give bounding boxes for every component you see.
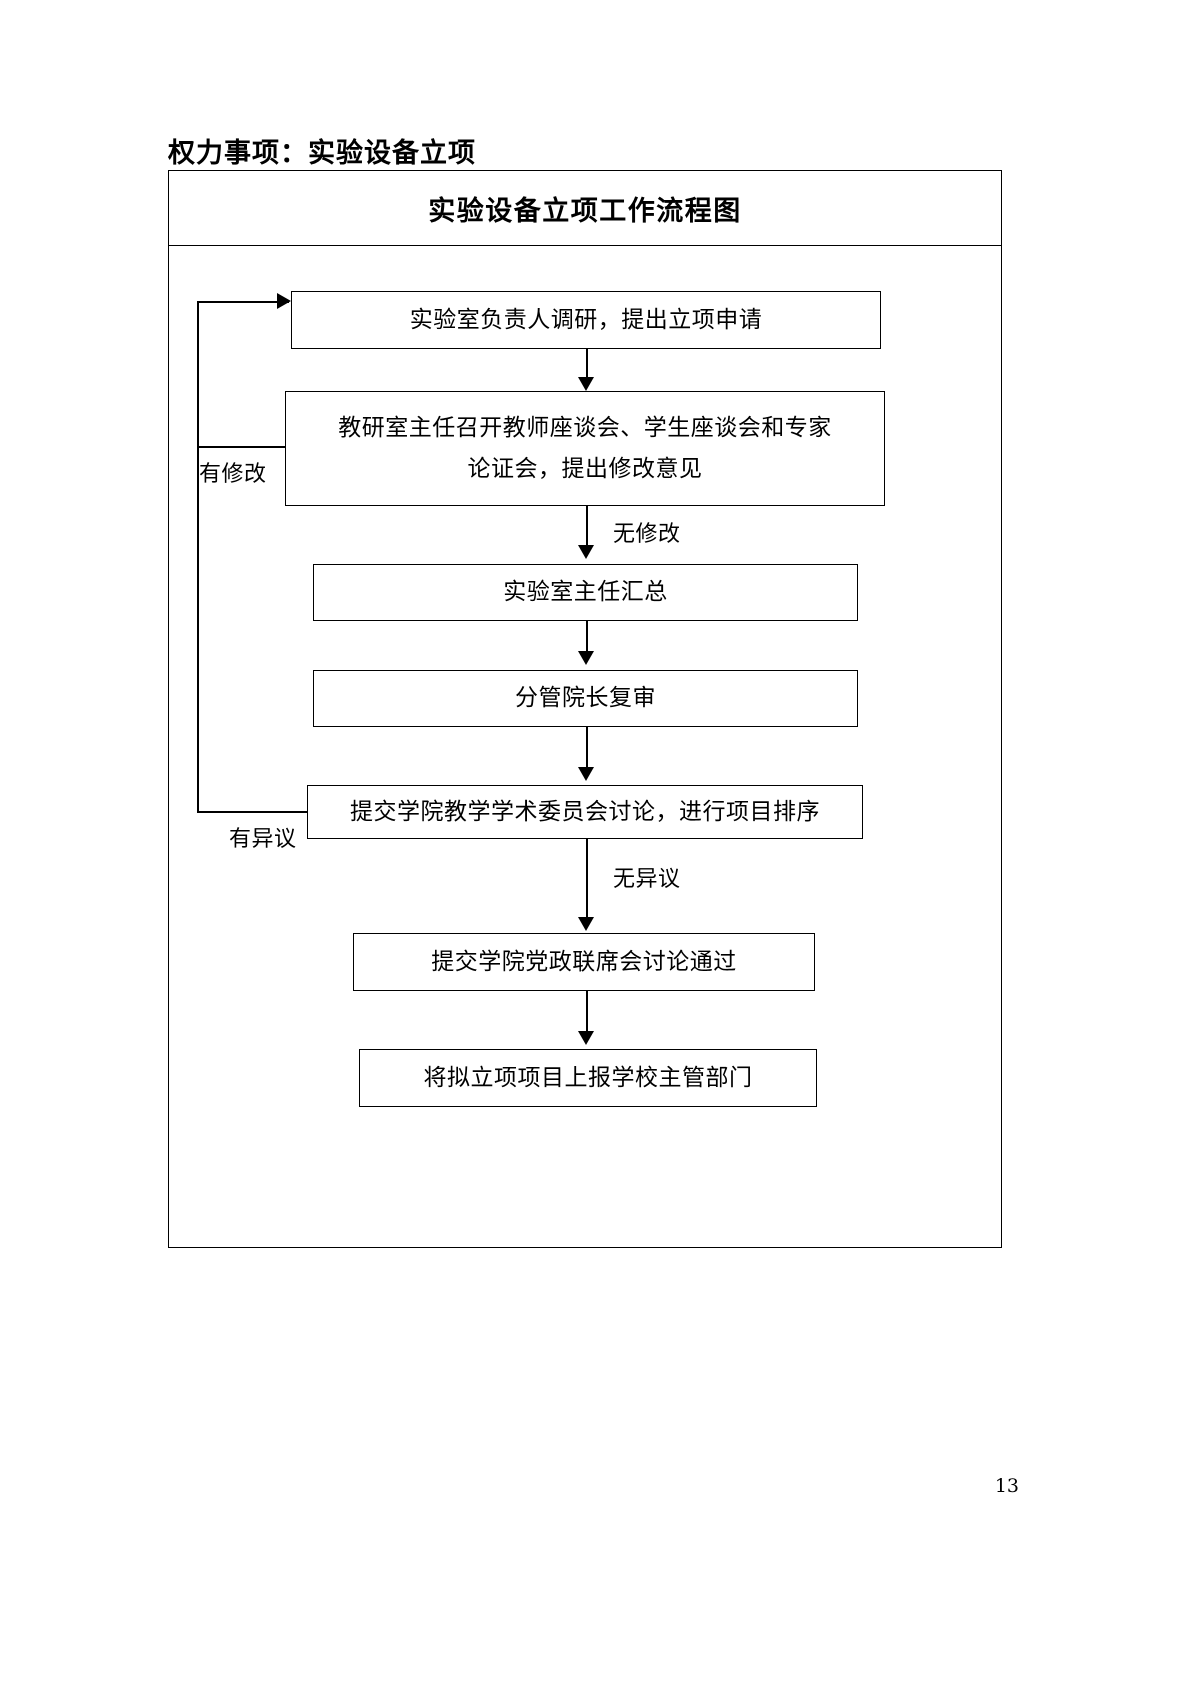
- flowchart-title: 实验设备立项工作流程图: [428, 196, 742, 227]
- flow-node-1-line-1: 实验室负责人调研，提出立项申请: [409, 306, 763, 333]
- objection-loop-vertical: [197, 301, 199, 813]
- connector-5-6-arrowhead: [578, 917, 594, 931]
- revision-loop-arrowhead: [277, 293, 291, 309]
- revision-loop-horizontal-out: [197, 446, 289, 448]
- flow-node-6: 提交学院党政联席会讨论通过: [353, 933, 815, 991]
- flow-node-5-line-1: 提交学院教学学术委员会讨论，进行项目排序: [350, 798, 820, 825]
- connector-1-2: [586, 349, 588, 381]
- flow-node-1: 实验室负责人调研，提出立项申请: [291, 291, 881, 349]
- connector-3-4: [586, 621, 588, 655]
- edge-label-objection-no: 无异议: [613, 867, 681, 892]
- flow-node-2-line-2: 论证会，提出修改意见: [467, 455, 703, 482]
- connector-2-3-arrowhead: [578, 545, 594, 559]
- flow-node-6-line-1: 提交学院党政联席会讨论通过: [431, 948, 737, 975]
- flow-node-2-line-1: 教研室主任召开教师座谈会、学生座谈会和专家: [338, 415, 832, 442]
- objection-loop-horizontal-out: [197, 811, 309, 813]
- flow-node-7-line-1: 将拟立项项目上报学校主管部门: [423, 1064, 753, 1091]
- flow-node-5: 提交学院教学学术委员会讨论，进行项目排序: [307, 785, 863, 839]
- connector-4-5: [586, 727, 588, 771]
- flow-node-7: 将拟立项项目上报学校主管部门: [359, 1049, 817, 1107]
- connector-6-7: [586, 991, 588, 1035]
- edge-label-revision-yes: 有修改: [199, 462, 267, 487]
- flow-node-3: 实验室主任汇总: [313, 564, 858, 621]
- flow-node-3-line-1: 实验室主任汇总: [503, 579, 668, 606]
- flow-node-2: 教研室主任召开教师座谈会、学生座谈会和专家 论证会，提出修改意见: [285, 391, 885, 506]
- revision-loop-horizontal-in: [197, 301, 289, 303]
- connector-1-2-arrowhead: [578, 377, 594, 391]
- page-title: 权力事项：实验设备立项: [168, 138, 476, 169]
- connector-5-6: [586, 839, 588, 921]
- connector-2-3: [586, 506, 588, 549]
- title-divider: [169, 245, 1001, 246]
- flow-node-4-line-1: 分管院长复审: [515, 685, 656, 712]
- connector-4-5-arrowhead: [578, 767, 594, 781]
- connector-3-4-arrowhead: [578, 651, 594, 665]
- connector-6-7-arrowhead: [578, 1031, 594, 1045]
- edge-label-objection-yes: 有异议: [229, 827, 297, 852]
- flowchart-frame: 实验设备立项工作流程图 有修改 有异议 实验室负责人调研，提出立项申请 教研室主…: [168, 170, 1002, 1248]
- flow-node-4: 分管院长复审: [313, 670, 858, 727]
- edge-label-revision-no: 无修改: [613, 522, 681, 547]
- page-number: 13: [994, 1475, 1019, 1497]
